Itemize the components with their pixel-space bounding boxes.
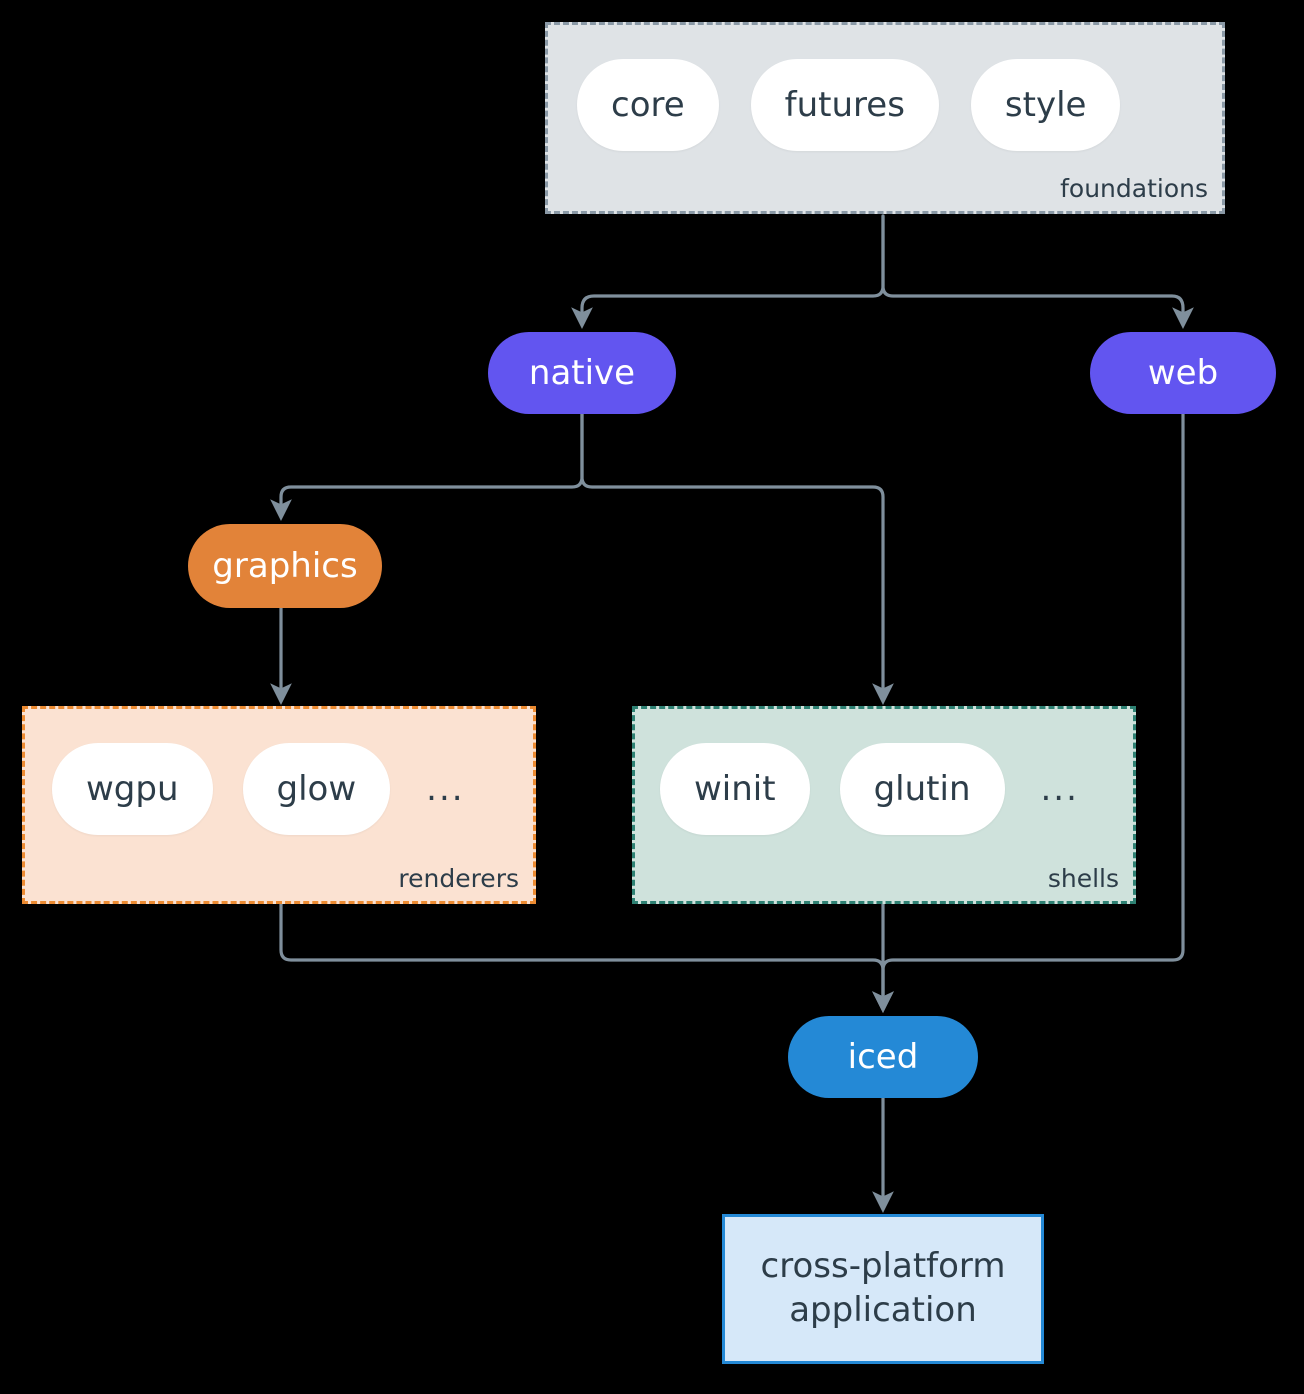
renderers-ellipsis: ... bbox=[426, 769, 465, 809]
pill-style[interactable]: style bbox=[970, 59, 1121, 151]
group-shells: winit glutin ... shells bbox=[632, 706, 1136, 904]
pill-wgpu[interactable]: wgpu bbox=[52, 743, 213, 835]
renderers-items: wgpu glow ... bbox=[25, 741, 560, 837]
edge-native-to-graphics bbox=[270, 412, 584, 522]
edge-foundations-to-native bbox=[571, 214, 885, 330]
edge-foundations-to-web bbox=[881, 214, 1194, 330]
pill-winit[interactable]: winit bbox=[660, 743, 810, 835]
node-iced[interactable]: iced bbox=[788, 1016, 978, 1098]
group-renderers: wgpu glow ... renderers bbox=[22, 706, 536, 904]
node-cross-platform-application[interactable]: cross-platform application bbox=[722, 1214, 1044, 1364]
application-label-line2: application bbox=[789, 1290, 977, 1330]
shells-ellipsis: ... bbox=[1040, 769, 1079, 809]
node-native[interactable]: native bbox=[488, 332, 676, 414]
shells-items: winit glutin ... bbox=[635, 741, 1158, 837]
pill-glutin[interactable]: glutin bbox=[839, 743, 1005, 835]
group-label-foundations: foundations bbox=[1060, 174, 1208, 203]
node-web[interactable]: web bbox=[1090, 332, 1276, 414]
edge-native-to-shells bbox=[580, 412, 894, 706]
group-label-shells: shells bbox=[1047, 864, 1119, 893]
pill-core[interactable]: core bbox=[577, 59, 719, 151]
edge-renderers-to-iced bbox=[279, 902, 894, 1014]
group-label-renderers: renderers bbox=[398, 864, 519, 893]
group-foundations: core futures style foundations bbox=[545, 22, 1225, 214]
node-graphics[interactable]: graphics bbox=[188, 524, 382, 608]
pill-futures[interactable]: futures bbox=[750, 59, 939, 151]
application-label-line1: cross-platform bbox=[760, 1246, 1006, 1287]
pill-glow[interactable]: glow bbox=[242, 743, 391, 835]
foundations-items: core futures style bbox=[548, 59, 1251, 151]
